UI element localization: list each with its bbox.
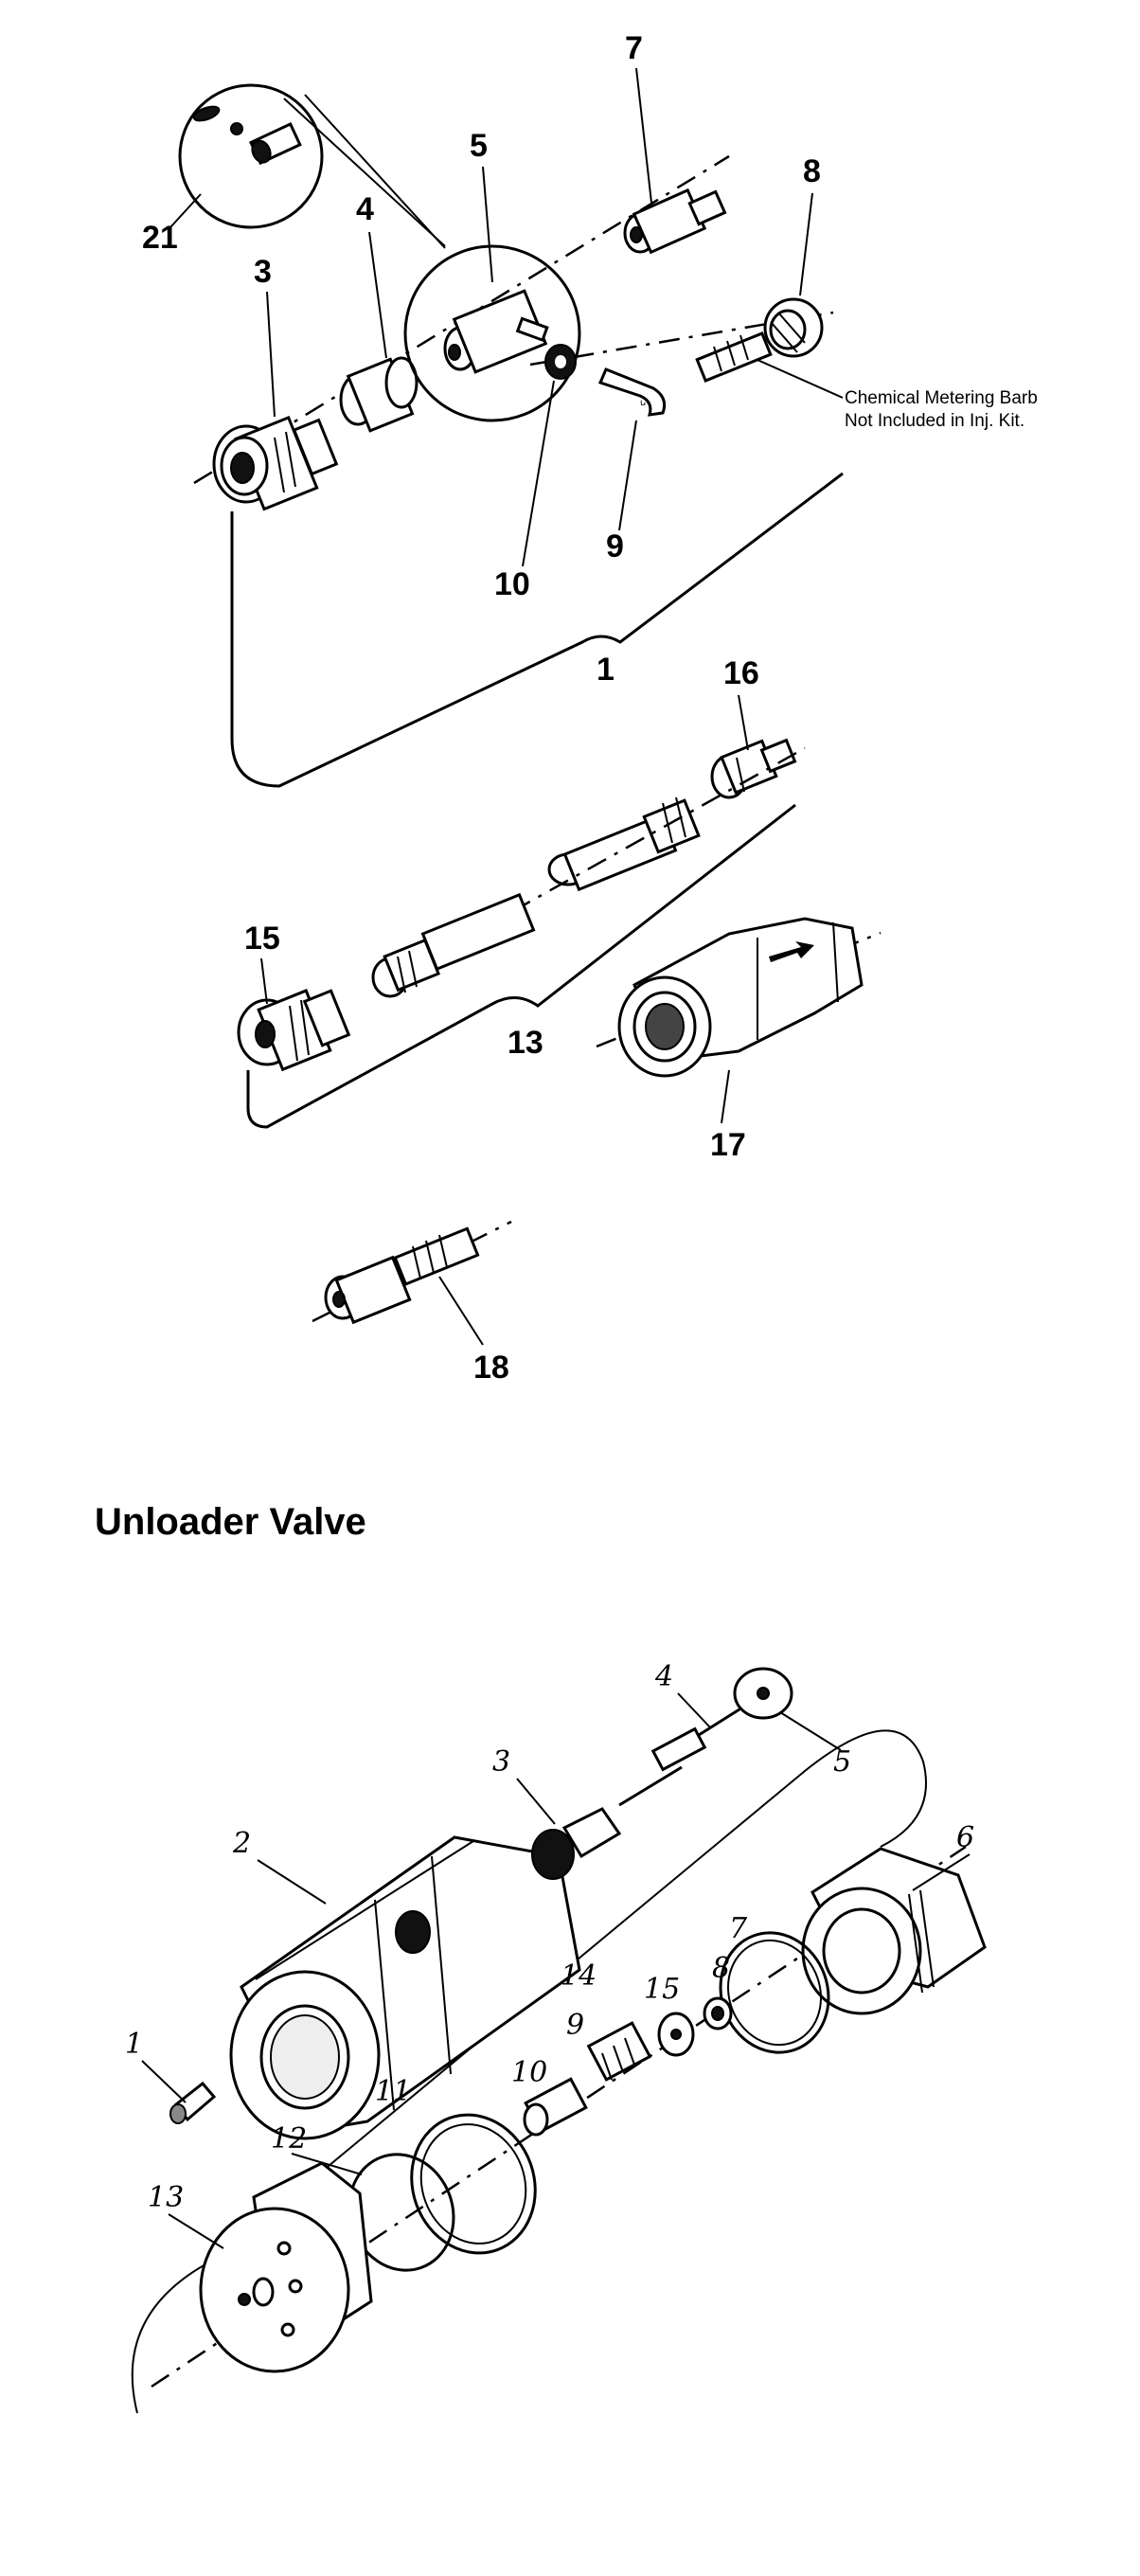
unloader-leader-13 <box>168 2213 224 2249</box>
callout-1: 1 <box>597 652 615 688</box>
section-title-unloader-valve: Unloader Valve <box>95 1501 366 1543</box>
leader-5 <box>482 166 493 283</box>
callout-5: 5 <box>470 128 488 164</box>
unloader-callout-14: 14 <box>561 1959 597 1993</box>
callout-4: 4 <box>356 191 374 227</box>
callout-16: 16 <box>723 655 759 691</box>
svg-text:ꭎ·: ꭎ· <box>640 398 650 408</box>
unloader-part-8-nut <box>703 1996 733 2030</box>
unloader-callout-11: 11 <box>375 2075 411 2108</box>
unloader-callout-3: 3 <box>492 1745 510 1779</box>
part-3-quick-coupler <box>212 415 339 511</box>
callout-13: 13 <box>508 1025 543 1061</box>
unloader-callout-8: 8 <box>712 1952 730 1985</box>
unloader-part-15-washer <box>657 2012 695 2057</box>
unloader-callout-4: 4 <box>654 1660 673 1693</box>
unloader-part-5-disc <box>733 1667 793 1720</box>
leader-8 <box>799 192 813 296</box>
leader-21 <box>169 193 202 228</box>
hose-upper <box>547 796 701 892</box>
unloader-part-13-cap <box>199 2161 373 2373</box>
note-line-2: Not Included in Inj. Kit. <box>845 411 1024 431</box>
part-8-cap <box>763 297 824 358</box>
unloader-callout-2: 2 <box>232 1827 251 1860</box>
unloader-part-2-body <box>229 1835 581 2140</box>
part-9-elbow: ꭎ· <box>597 367 667 417</box>
callout-17: 17 <box>710 1127 746 1163</box>
brace-13 <box>246 803 796 1129</box>
unloader-part-1-nozzle <box>169 2081 217 2124</box>
hose-lower <box>371 892 536 998</box>
leader-7 <box>635 67 652 204</box>
leader-16 <box>738 694 749 751</box>
unloader-part-4-stem <box>618 1701 751 1807</box>
unloader-leader-1 <box>141 2060 187 2103</box>
unloader-callout-1: 1 <box>125 2028 143 2061</box>
axis-line-hose <box>397 746 806 977</box>
callout-7: 7 <box>625 30 643 66</box>
unloader-part-6-nut <box>801 1847 987 2015</box>
leader-18 <box>438 1276 484 1346</box>
part-7-fitting <box>623 188 727 255</box>
unloader-callout-7: 7 <box>729 1912 748 1945</box>
note-line-1: Chemical Metering Barb <box>845 388 1038 408</box>
unloader-part-9-spring <box>586 2021 652 2082</box>
part-15-quick-coupler <box>237 989 351 1072</box>
part-4-adapter <box>339 356 419 433</box>
callout-9: 9 <box>606 528 624 564</box>
unloader-leader-6 <box>912 1853 971 1891</box>
unloader-leader-3 <box>516 1778 556 1825</box>
axis-line-barb <box>529 311 834 367</box>
leader-3 <box>266 291 276 418</box>
callout-18: 18 <box>473 1350 509 1386</box>
callout-10: 10 <box>494 566 530 602</box>
unloader-part-10-piston <box>523 2077 588 2137</box>
outline-arc <box>131 1729 927 2414</box>
unloader-callout-9: 9 <box>566 2009 584 2042</box>
leader-10 <box>522 380 555 567</box>
part-17-check-valve <box>596 917 882 1078</box>
unloader-leader-12 <box>291 2153 363 2175</box>
unloader-callout-10: 10 <box>511 2056 547 2089</box>
unloader-leader-5 <box>779 1711 842 1751</box>
unloader-callout-6: 6 <box>956 1821 974 1854</box>
leader-17 <box>721 1069 730 1124</box>
axis-line-18 <box>312 1220 512 1323</box>
unloader-callout-15: 15 <box>644 1973 680 2006</box>
part-5-injector-body <box>403 244 581 422</box>
leader-9 <box>618 420 637 531</box>
unloader-callout-5: 5 <box>833 1745 851 1779</box>
detail-circle-21 <box>178 83 446 249</box>
unloader-part-3-fitting <box>531 1807 622 1880</box>
chemical-metering-barb <box>695 331 773 383</box>
unloader-leader-2 <box>257 1859 327 1905</box>
unloader-part-11-ring <box>410 2113 537 2255</box>
unloader-leader-4 <box>677 1692 711 1728</box>
callout-3: 3 <box>254 254 272 290</box>
part-10-washer <box>544 344 577 380</box>
callout-15: 15 <box>244 921 280 957</box>
brace-1 <box>230 472 844 788</box>
callout-8: 8 <box>803 153 821 189</box>
unloader-callout-12: 12 <box>271 2122 307 2156</box>
leader-barb-note <box>757 359 844 399</box>
unloader-callout-13: 13 <box>148 2181 184 2214</box>
leader-4 <box>368 231 387 359</box>
part-18-barb-fitting <box>312 1220 512 1325</box>
leader-15 <box>260 957 268 1005</box>
part-16-fitting <box>710 738 797 799</box>
